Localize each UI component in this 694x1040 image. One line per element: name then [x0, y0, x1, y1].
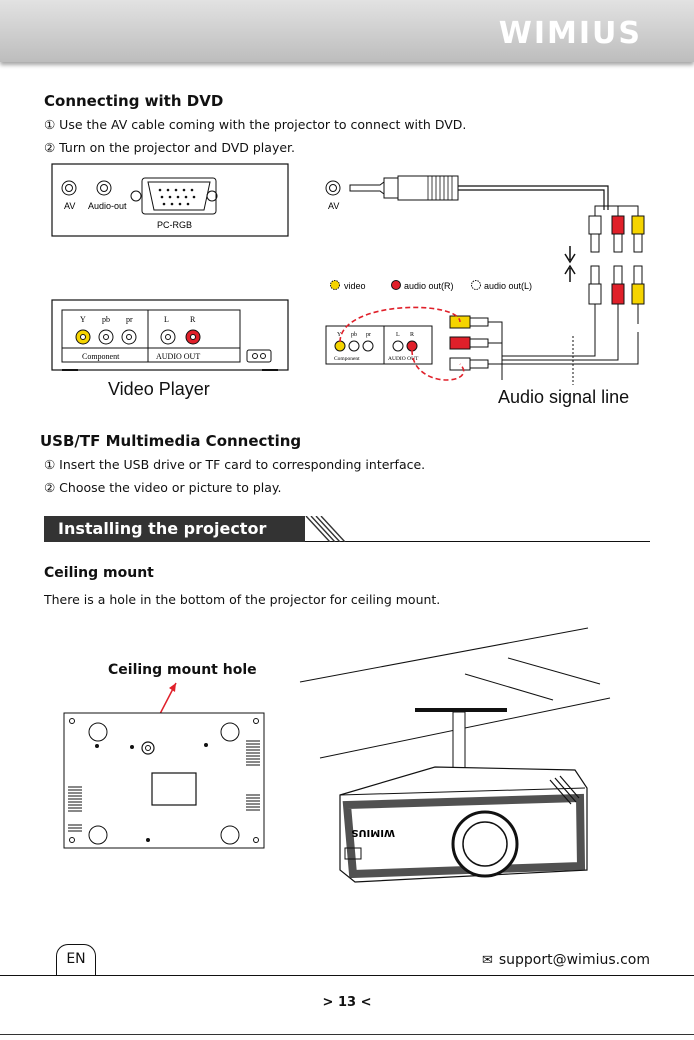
usb-step-2: ② Choose the video or picture to play.: [44, 480, 282, 495]
svg-text:Component: Component: [334, 356, 360, 362]
legend-audio-r-icon: [391, 280, 401, 290]
language-tab: EN: [56, 944, 96, 975]
footer-divider: [0, 975, 694, 976]
svg-text:pr: pr: [126, 315, 133, 324]
legend-audio-l: audio out(L): [484, 281, 532, 291]
rca-plugs-upper: [588, 205, 645, 253]
port-av-right-label: AV: [328, 201, 339, 211]
envelope-icon: ✉: [481, 953, 493, 968]
audio-signal-line-caption: Audio signal line: [498, 387, 630, 407]
svg-text:L: L: [164, 315, 169, 324]
usb-title: USB/TF Multimedia Connecting: [40, 432, 302, 450]
ceiling-mount-title: Ceiling mount: [44, 565, 154, 581]
page-number: > 13 <: [322, 995, 372, 1010]
vga-port-icon: [147, 181, 211, 211]
page-header: [0, 0, 694, 62]
port-pc-rgb-label: PC-RGB: [157, 220, 192, 230]
usb-step-1: ① Insert the USB drive or TF card to cor…: [44, 457, 426, 472]
svg-text:Component: Component: [82, 352, 120, 361]
dvd-title: Connecting with DVD: [44, 92, 224, 110]
ceiling-projector-illustration: WIMIUS: [299, 627, 611, 883]
legend-video-icon: [330, 280, 340, 290]
projector-logo-mirrored: WIMIUS: [351, 827, 395, 838]
ceiling-hole-label: Ceiling mount hole: [108, 662, 257, 678]
section-installing: Installing the projector: [44, 516, 305, 542]
svg-text:pb: pb: [102, 315, 110, 324]
arrow-red-icon: [169, 683, 176, 692]
arrow-down-icon: [564, 246, 576, 264]
legend-audio-r: audio out(R): [404, 281, 454, 291]
ceiling-mount-text: There is a hole in the bottom of the pro…: [44, 592, 441, 607]
dvd-step-1: ① Use the AV cable coming with the proje…: [44, 117, 467, 132]
projector-bottom-diagram: [63, 682, 265, 849]
dvd-connection-diagram: AV Audio-out PC-RGB AV: [51, 163, 645, 385]
dvd-step-2: ② Turn on the projector and DVD player.: [44, 140, 295, 155]
rca-plugs-horizontal: [449, 315, 639, 380]
ceiling-mount-hole: [141, 741, 155, 755]
rca-plugs-lower: [588, 265, 645, 332]
brand-logo: WIMIUS: [498, 16, 642, 51]
svg-text:AUDIO OUT: AUDIO OUT: [156, 352, 200, 361]
support-email[interactable]: ✉support@wimius.com: [481, 952, 650, 968]
port-audio-out-label: Audio-out: [88, 201, 127, 211]
svg-text:R: R: [410, 332, 414, 338]
legend-video: video: [344, 281, 366, 291]
arrow-up-icon: [564, 264, 576, 282]
audio-out-port-icon: [96, 180, 112, 196]
svg-text:Y: Y: [337, 332, 342, 338]
svg-text:Y: Y: [80, 315, 86, 324]
legend-audio-l-icon: [471, 280, 481, 290]
svg-text:AUDIO OUT: AUDIO OUT: [388, 356, 419, 362]
svg-text:L: L: [396, 332, 400, 338]
av-jack-icon: [325, 180, 341, 196]
svg-text:R: R: [190, 315, 196, 324]
video-player-caption: Video Player: [108, 379, 210, 399]
svg-text:pb: pb: [351, 332, 357, 338]
port-av-label: AV: [64, 201, 75, 211]
svg-text:pr: pr: [366, 332, 371, 338]
av-plug-icon: [349, 175, 459, 201]
av-port-icon: [61, 180, 77, 196]
bottom-divider: [0, 1034, 694, 1035]
